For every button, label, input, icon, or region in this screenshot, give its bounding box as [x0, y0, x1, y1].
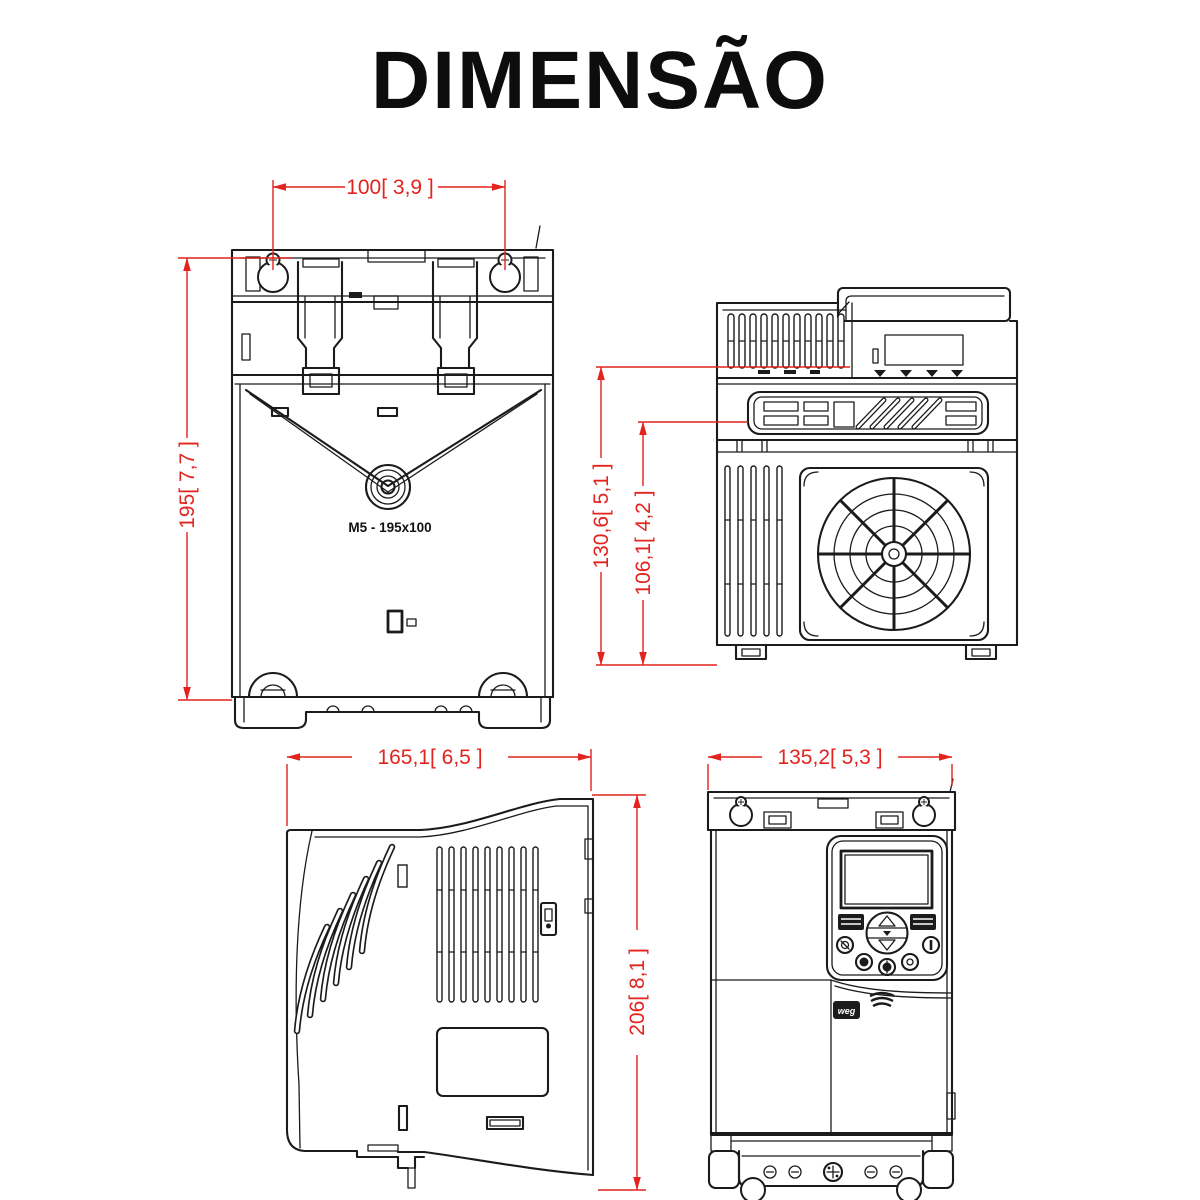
dimension-side-height: 206[ 8,1 ] [592, 794, 649, 1191]
dim-side-height-label: 206[ 8,1 ] [626, 948, 649, 1036]
side-bottom-pin [407, 1167, 416, 1189]
side-curved-vent-slats [293, 843, 396, 1035]
dimension-top-depth-total: 130,6[ 5,1 ] [590, 366, 850, 666]
dim-rear-height-label: 195[ 7,7 ] [176, 441, 199, 529]
front-keyhole-left-icon [729, 796, 753, 827]
svg-text:weg: weg [838, 1006, 856, 1016]
top-raised-cover [836, 286, 1012, 323]
keypad-button-rotate [835, 935, 855, 955]
top-vent-slats [727, 313, 845, 369]
gland-screw-center [822, 1161, 844, 1183]
front-cable-gland-plate [707, 1149, 955, 1200]
view-front-drawing: weg [706, 778, 957, 1200]
keypad-button-start [921, 935, 941, 955]
keypad-hmi [825, 834, 949, 982]
keypad-softkey-right [910, 914, 936, 930]
dim-top-depth-total-label: 130,6[ 5,1 ] [590, 463, 613, 568]
dim-top-depth-partial-label: 106,1[ 4,2 ] [632, 490, 655, 595]
gland-screw [763, 1165, 777, 1179]
page-title: DIMENSÃO [371, 35, 829, 126]
side-latch [539, 901, 558, 937]
keypad-button-stop [900, 952, 920, 972]
top-side-vent-slats [724, 465, 783, 637]
mounting-spec-label: M5 - 195x100 [348, 520, 431, 535]
dimension-rear-height: 195[ 7,7 ] [176, 257, 292, 701]
top-terminal-marks [758, 370, 963, 377]
keypad-button-local-remote [877, 957, 897, 977]
gland-screw [889, 1165, 903, 1179]
dim-side-depth-label: 165,1[ 6,5 ] [377, 746, 482, 769]
dim-front-width-label: 135,2[ 5,3 ] [777, 746, 882, 769]
rear-gland-grommet [364, 463, 412, 511]
dimension-front-width: 135,2[ 5,3 ] [707, 746, 953, 790]
side-nameplate [435, 1026, 550, 1098]
keypad-nav-pad [865, 911, 909, 955]
view-side-drawing [285, 797, 595, 1189]
gland-screw [788, 1165, 802, 1179]
dimension-side-depth: 165,1[ 6,5 ] [286, 746, 592, 826]
side-vent-slats [436, 846, 539, 1003]
view-rear-drawing: M5 - 195x100 [230, 225, 555, 730]
rear-clip-column-left [296, 258, 344, 396]
top-slotted-grille [746, 390, 990, 436]
view-top-drawing [715, 286, 1019, 661]
rear-bottom-arch-right [477, 671, 529, 699]
dimension-rear-width: 100[ 3,9 ] [272, 176, 506, 270]
rear-top-handle [367, 249, 426, 263]
cooling-fan-grille [798, 466, 990, 642]
keypad-softkey-left [838, 914, 864, 930]
dim-rear-width-label: 100[ 3,9 ] [346, 176, 434, 199]
dimension-top-depth-partial: 106,1[ 4,2 ] [632, 421, 748, 666]
rear-chevron-rib [244, 388, 543, 488]
weg-logo: weg [833, 1001, 860, 1019]
gland-screw [864, 1165, 878, 1179]
rear-bottom-arch-left [247, 671, 299, 699]
front-keyhole-right-icon [912, 796, 936, 827]
rear-antenna-tab [535, 225, 541, 249]
keypad-display [839, 849, 934, 910]
keypad-button-jog [854, 952, 874, 972]
rear-clip-column-right [431, 258, 479, 396]
front-cover-clip [869, 991, 895, 1008]
